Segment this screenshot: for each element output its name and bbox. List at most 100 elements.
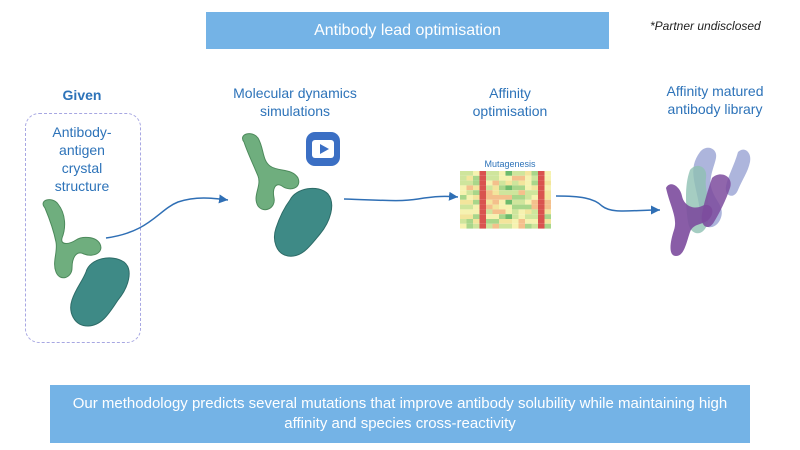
heatmap-cell (505, 171, 512, 176)
heatmap-cell (518, 209, 525, 215)
heatmap-cell (466, 190, 473, 195)
heatmap-cell (538, 185, 545, 191)
video-play-icon (306, 132, 340, 166)
heatmap-cell (486, 185, 493, 191)
heatmap-cell (460, 223, 467, 229)
heatmap-cell (538, 190, 545, 195)
heatmap-cell (492, 175, 499, 181)
heatmap-cell (518, 185, 525, 191)
heatmap-cell (466, 214, 473, 219)
conclusion-banner: Our methodology predicts several mutatio… (50, 385, 750, 443)
heatmap-cell (492, 190, 499, 195)
heatmap-cell (473, 199, 480, 205)
heatmap-cell (492, 185, 499, 191)
given-line-3: crystal (61, 160, 103, 176)
heatmap-cell (505, 199, 512, 205)
stage-affinity-label: Affinity optimisation (440, 84, 580, 120)
heatmap-cell (460, 180, 467, 186)
heatmap-cell (512, 223, 519, 229)
heatmap-cell (512, 175, 519, 181)
heatmap-cell (538, 195, 545, 200)
heatmap-cell (512, 199, 519, 205)
heatmap-cell (466, 185, 473, 191)
md-antigen (274, 187, 333, 257)
heatmap-cell (492, 219, 499, 224)
heatmap-cell (492, 195, 499, 200)
heatmap-cell (544, 214, 551, 219)
heatmap-cell (486, 175, 493, 181)
heatmap-cell (492, 204, 499, 210)
given-label: Given (62, 87, 102, 103)
heatmap-cell (473, 223, 480, 229)
heatmap-cell (525, 223, 532, 229)
stage-library-line-1: Affinity matured (666, 83, 764, 99)
heatmap-cell (479, 223, 486, 229)
heatmap-cell (473, 214, 480, 219)
heatmap-cell (466, 209, 473, 215)
heatmap-cell (505, 209, 512, 215)
heatmap-cell (531, 171, 538, 176)
heatmap-cell (499, 180, 506, 186)
stage-md-line-1: Molecular dynamics (233, 85, 357, 101)
given-line-1: Antibody- (52, 124, 112, 140)
heatmap-cell (512, 209, 519, 215)
heatmap-cell (473, 185, 480, 191)
heatmap-cell (544, 223, 551, 229)
heatmap-cell (505, 180, 512, 186)
heatmap-cell (538, 199, 545, 205)
heatmap-cell (518, 190, 525, 195)
heatmap-cell (538, 223, 545, 229)
heatmap-cell (466, 175, 473, 181)
title-banner: Antibody lead optimisation (206, 12, 609, 49)
heatmap-cell (460, 199, 467, 205)
heatmap-cell (479, 219, 486, 224)
heatmap-cell (525, 204, 532, 210)
heatmap-cell (518, 199, 525, 205)
heatmap-cell (486, 223, 493, 229)
heatmap-cell (538, 204, 545, 210)
heatmap-cell (460, 209, 467, 215)
heatmap-cell (486, 199, 493, 205)
heatmap-cell (486, 209, 493, 215)
given-line-2: antigen (59, 142, 105, 158)
heatmap-cell (531, 175, 538, 181)
heatmap-cell (512, 180, 519, 186)
heatmap-cell (525, 199, 532, 205)
heatmap-cell (473, 204, 480, 210)
heatmap-cell (512, 195, 519, 200)
stage-affinity-line-1: Affinity (489, 85, 531, 101)
heatmap-cell (525, 195, 532, 200)
heatmap-cell (525, 185, 532, 191)
heatmap-cell (473, 175, 480, 181)
heatmap-cell (518, 195, 525, 200)
heatmap-cell (499, 190, 506, 195)
heatmap-cell (460, 190, 467, 195)
heatmap-cell (492, 209, 499, 215)
heatmap-cell (525, 214, 532, 219)
heatmap-cell (499, 171, 506, 176)
heatmap-cell (499, 195, 506, 200)
partner-note: *Partner undisclosed (650, 19, 761, 33)
heatmap-cell (479, 175, 486, 181)
heatmap-cell (460, 175, 467, 181)
heatmap-cell (466, 219, 473, 224)
heatmap-cell (479, 204, 486, 210)
stage-md-line-2: simulations (259, 103, 331, 119)
heatmap-cell (525, 175, 532, 181)
heatmap-cell (505, 204, 512, 210)
heatmap-cell (505, 175, 512, 181)
heatmap-cell (505, 195, 512, 200)
given-line-4: structure (54, 178, 110, 194)
heatmap-cell (518, 214, 525, 219)
heatmap-cell (466, 180, 473, 186)
heatmap-cell (531, 223, 538, 229)
heatmap-cell (473, 190, 480, 195)
heatmap-cell (525, 219, 532, 224)
heatmap-cell (466, 199, 473, 205)
heatmap-cell (479, 214, 486, 219)
heatmap-cell (544, 209, 551, 215)
heatmap-cell (486, 180, 493, 186)
heatmap-cell (486, 195, 493, 200)
heatmap-cell (512, 190, 519, 195)
heatmap-cell (479, 185, 486, 191)
